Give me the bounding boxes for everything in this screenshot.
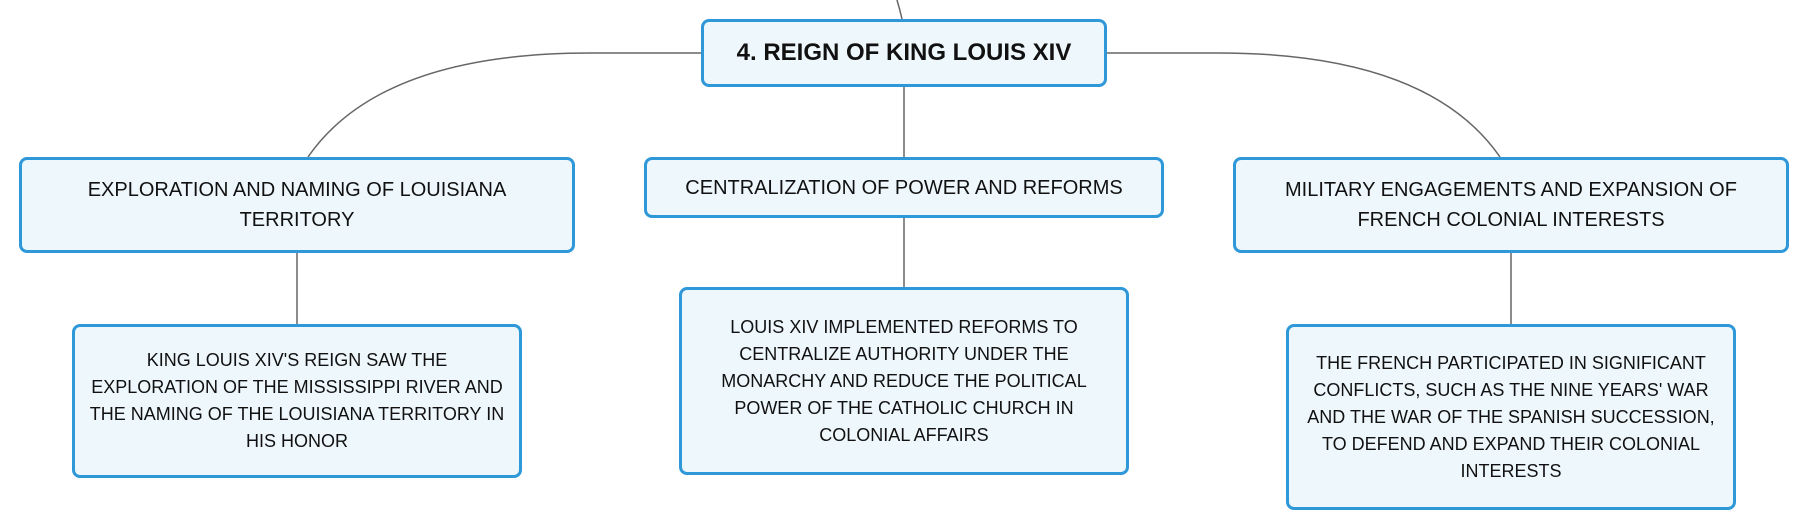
detail-node-text: LOUIS XIV IMPLEMENTED REFORMS TO CENTRAL… [721,316,1087,445]
connector-root-to-left-branch [307,52,701,158]
detail-node-centralization[interactable]: LOUIS XIV IMPLEMENTED REFORMS TO CENTRAL… [679,287,1129,475]
connector-parent-to-root [896,0,903,20]
detail-node-exploration[interactable]: KING LOUIS XIV'S REIGN SAW THE EXPLORATI… [72,324,522,478]
branch-node-exploration[interactable]: EXPLORATION AND NAMING OF LOUISIANA TERR… [19,157,575,253]
branch-node-label: CENTRALIZATION OF POWER AND REFORMS [685,176,1123,199]
branch-node-label: MILITARY ENGAGEMENTS AND EXPANSION OF FR… [1285,179,1737,231]
root-node[interactable]: 4. REIGN OF KING LOUIS XIV [701,19,1107,87]
branch-node-centralization[interactable]: CENTRALIZATION OF POWER AND REFORMS [644,157,1164,218]
detail-node-text: KING LOUIS XIV'S REIGN SAW THE EXPLORATI… [89,350,505,451]
detail-node-military[interactable]: THE FRENCH PARTICIPATED IN SIGNIFICANT C… [1286,324,1736,510]
root-node-label: 4. REIGN OF KING LOUIS XIV [736,39,1072,66]
connector-root-to-right-branch [1107,52,1501,158]
branch-node-military[interactable]: MILITARY ENGAGEMENTS AND EXPANSION OF FR… [1233,157,1789,253]
detail-node-text: THE FRENCH PARTICIPATED IN SIGNIFICANT C… [1307,352,1715,481]
branch-node-label: EXPLORATION AND NAMING OF LOUISIANA TERR… [87,179,507,231]
